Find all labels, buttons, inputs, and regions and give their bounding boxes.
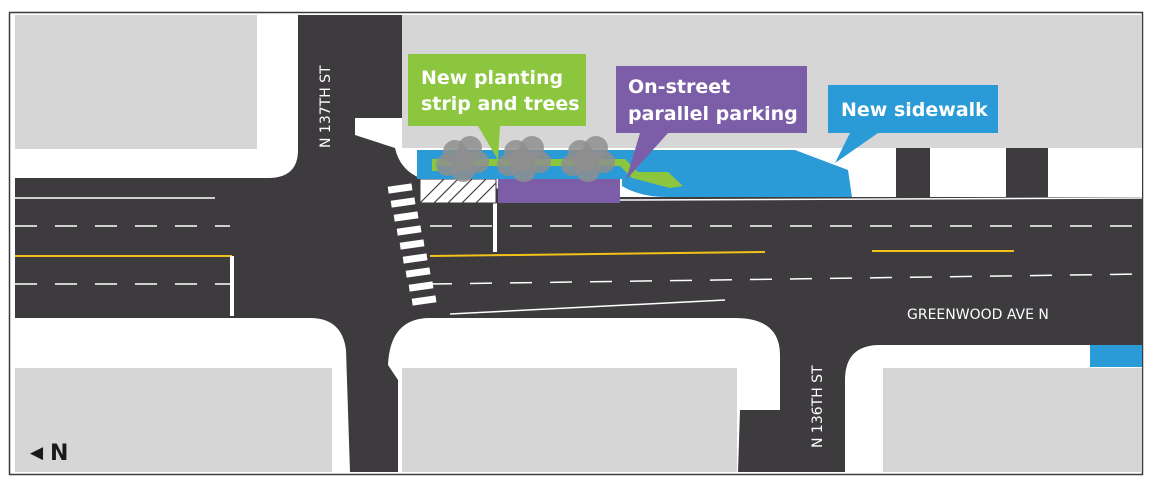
street-label-n136th: N 136TH ST (810, 365, 826, 448)
block-sw (15, 368, 332, 472)
tree-icon-3 (561, 136, 615, 182)
tree-icon-1 (436, 136, 489, 182)
crosswalk (387, 183, 437, 306)
block-se (883, 368, 1142, 472)
callout-parking-line2: parallel parking (628, 103, 798, 125)
street-label-greenwood: GREENWOOD AVE N (907, 307, 1049, 323)
block-nw (15, 15, 257, 149)
sidewalk-se-new (1090, 345, 1142, 367)
north-label: N (50, 441, 68, 466)
driveway-1 (896, 148, 930, 197)
callout-planting-line2: strip and trees (421, 93, 580, 115)
north-indicator: ◀ N (30, 441, 68, 466)
tree-icons (436, 136, 615, 182)
callout-sidewalk: New sidewalk (828, 85, 998, 163)
callout-parking-line1: On-street (628, 76, 730, 98)
block-s-mid (402, 368, 737, 472)
callout-parking: On-street parallel parking (616, 66, 807, 180)
north-arrow-icon: ◀ (30, 443, 44, 463)
planting-strip-tab (432, 159, 438, 171)
lane-markings (15, 197, 1143, 316)
street-label-n137th: N 137TH ST (318, 65, 334, 148)
callout-planting: New planting strip and trees (408, 54, 586, 160)
hatched-zone (419, 178, 497, 204)
parking-bay (498, 179, 620, 203)
callout-sidewalk-line1: New sidewalk (841, 99, 988, 121)
planting-strip (432, 159, 683, 188)
tree-icon-2 (497, 136, 551, 182)
driveway-2 (1006, 148, 1048, 197)
callout-planting-line1: New planting (421, 67, 563, 89)
